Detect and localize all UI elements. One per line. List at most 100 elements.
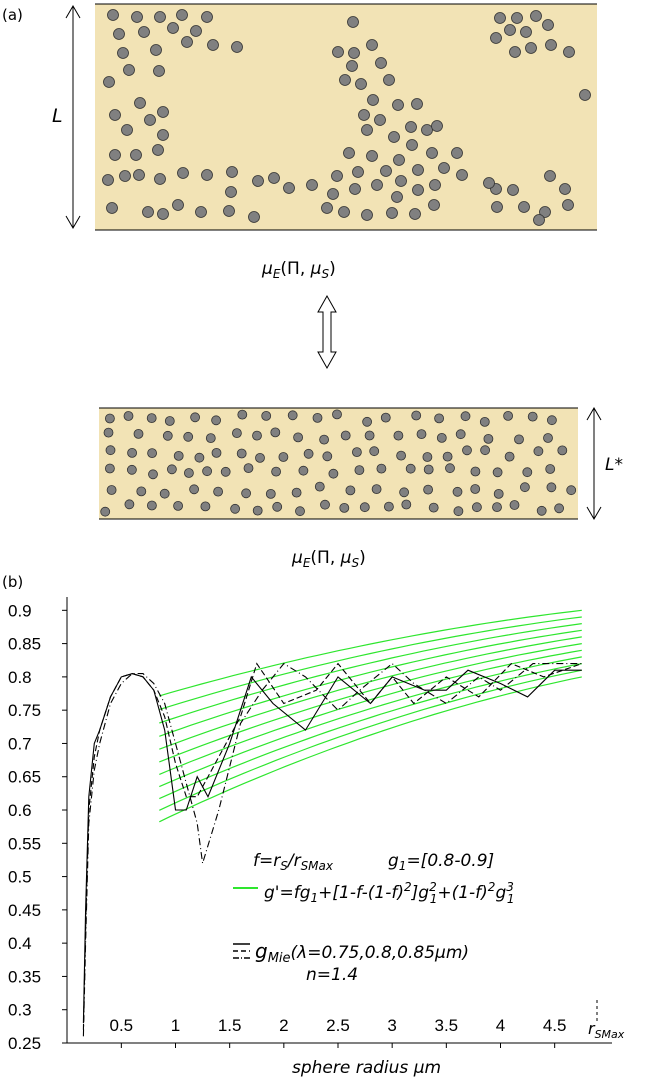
y-tick-label: 0.9 — [8, 601, 32, 620]
particle — [131, 11, 143, 23]
particle — [237, 409, 248, 420]
particle — [190, 25, 202, 37]
particle — [272, 501, 283, 512]
particle — [306, 179, 318, 191]
particle — [429, 179, 441, 191]
particle — [566, 485, 577, 496]
particle — [105, 445, 116, 456]
green-curve — [159, 669, 582, 811]
y-ticks: 0.90.850.80.750.70.650.60.550.50.450.40.… — [8, 601, 67, 1053]
particle — [393, 430, 404, 441]
particle — [312, 412, 323, 423]
particle — [152, 144, 164, 156]
particle — [164, 416, 175, 426]
particle — [358, 109, 370, 121]
particle — [291, 487, 302, 498]
particle — [511, 12, 523, 24]
particle — [392, 99, 404, 111]
particle — [177, 167, 189, 179]
particle — [460, 411, 471, 422]
particle — [354, 465, 365, 476]
mie-curves — [82, 662, 582, 1037]
mu-label-bottom: μE(Π, μS) — [291, 548, 366, 570]
particle — [252, 175, 264, 187]
particle — [542, 19, 554, 31]
particle — [167, 22, 179, 34]
particle — [494, 12, 506, 24]
particle — [453, 506, 464, 517]
particle — [423, 484, 434, 495]
annotation-line3: gMie(λ=0.75,0.8,0.85μm) — [255, 939, 469, 966]
particle — [213, 486, 224, 497]
mie-curve-solid — [82, 669, 582, 1024]
particle — [261, 410, 272, 421]
particle — [557, 445, 568, 456]
x-tick-label: 3 — [387, 1016, 396, 1035]
bottom-slab-fill — [99, 408, 578, 519]
particle — [113, 28, 125, 40]
particle — [455, 429, 466, 440]
particle — [543, 433, 553, 443]
x-extra-label: rSMax — [588, 1019, 625, 1041]
particle — [348, 47, 360, 59]
particle — [243, 463, 254, 474]
particle — [270, 427, 281, 438]
particle — [492, 467, 503, 478]
particle — [579, 89, 591, 101]
particle — [369, 446, 380, 457]
y-tick-label: 0.4 — [8, 934, 32, 953]
particle — [362, 416, 373, 427]
particle — [103, 76, 115, 88]
particle — [380, 165, 392, 177]
green-curve — [159, 616, 582, 711]
particle — [563, 46, 575, 58]
particle — [375, 57, 387, 69]
particle — [401, 499, 412, 510]
particle — [255, 452, 265, 463]
particle — [106, 485, 117, 495]
particle — [142, 206, 154, 218]
particle — [366, 150, 378, 162]
particle — [201, 11, 213, 23]
particle — [409, 208, 421, 220]
top-slab-fill — [95, 4, 597, 230]
particle — [121, 124, 133, 136]
particle — [252, 430, 262, 441]
particle — [452, 486, 463, 497]
particle — [109, 149, 121, 161]
particle — [514, 434, 524, 445]
x-tick-label: 4 — [496, 1016, 505, 1035]
particle — [106, 202, 118, 214]
mie-legend-swatch — [233, 943, 250, 959]
particle — [533, 446, 544, 457]
particle — [134, 97, 146, 109]
particle — [127, 447, 138, 458]
particle — [126, 464, 137, 475]
y-tick-label: 0.3 — [8, 1001, 32, 1020]
y-tick-label: 0.35 — [8, 967, 41, 986]
particle — [226, 166, 238, 178]
particle — [283, 182, 295, 194]
particle — [349, 183, 361, 195]
particle — [367, 94, 379, 106]
green-curve — [159, 663, 582, 800]
particle — [422, 452, 433, 462]
particle — [189, 484, 200, 495]
green-curve — [159, 629, 582, 737]
particle — [146, 500, 157, 511]
particle — [225, 186, 237, 198]
particle — [241, 488, 252, 499]
length-arrow-top — [65, 5, 81, 229]
particle — [332, 409, 342, 420]
particle — [343, 147, 355, 159]
particle — [346, 60, 358, 72]
particle — [536, 505, 547, 516]
particle — [119, 170, 131, 182]
particle — [200, 501, 211, 512]
particle — [399, 487, 410, 498]
particle — [205, 433, 216, 444]
particle — [383, 501, 394, 512]
particle — [153, 65, 165, 77]
particle — [376, 463, 387, 474]
